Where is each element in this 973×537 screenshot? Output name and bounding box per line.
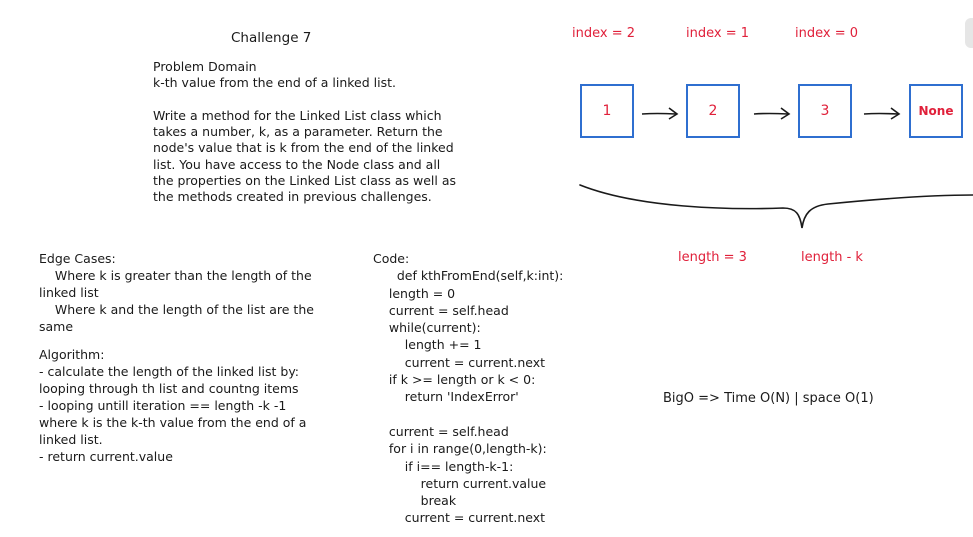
problem-domain-text: Problem Domain k-th value from the end o…: [153, 59, 457, 205]
code-block: Code: def kthFromEnd(self,k:int): length…: [373, 251, 564, 526]
big-o-text: BigO => Time O(N) | space O(1): [663, 391, 874, 406]
curly-brace-icon: [579, 184, 973, 229]
page-title: Challenge 7: [231, 30, 312, 46]
arrow-right-icon: [641, 107, 679, 120]
node-value-1: 1: [602, 103, 612, 119]
length-label: length = 3: [678, 250, 747, 265]
node-box-3: 3: [798, 84, 852, 138]
arrow-right-icon: [753, 107, 791, 120]
algorithm-text: Algorithm: - calculate the length of the…: [39, 347, 307, 464]
edge-cases-text: Edge Cases: Where k is greater than the …: [39, 251, 314, 334]
arrow-right-icon: [863, 107, 901, 120]
index-label-node-3: index = 0: [795, 26, 858, 41]
node-box-1: 1: [580, 84, 634, 138]
node-value-none: None: [918, 104, 954, 118]
node-value-2: 2: [708, 103, 718, 119]
scroll-handle[interactable]: [965, 18, 973, 48]
node-box-none: None: [909, 84, 963, 138]
index-label-node-2: index = 1: [686, 26, 749, 41]
length-minus-k-label: length - k: [801, 250, 863, 265]
node-value-3: 3: [820, 103, 830, 119]
index-label-node-1: index = 2: [572, 26, 635, 41]
node-box-2: 2: [686, 84, 740, 138]
